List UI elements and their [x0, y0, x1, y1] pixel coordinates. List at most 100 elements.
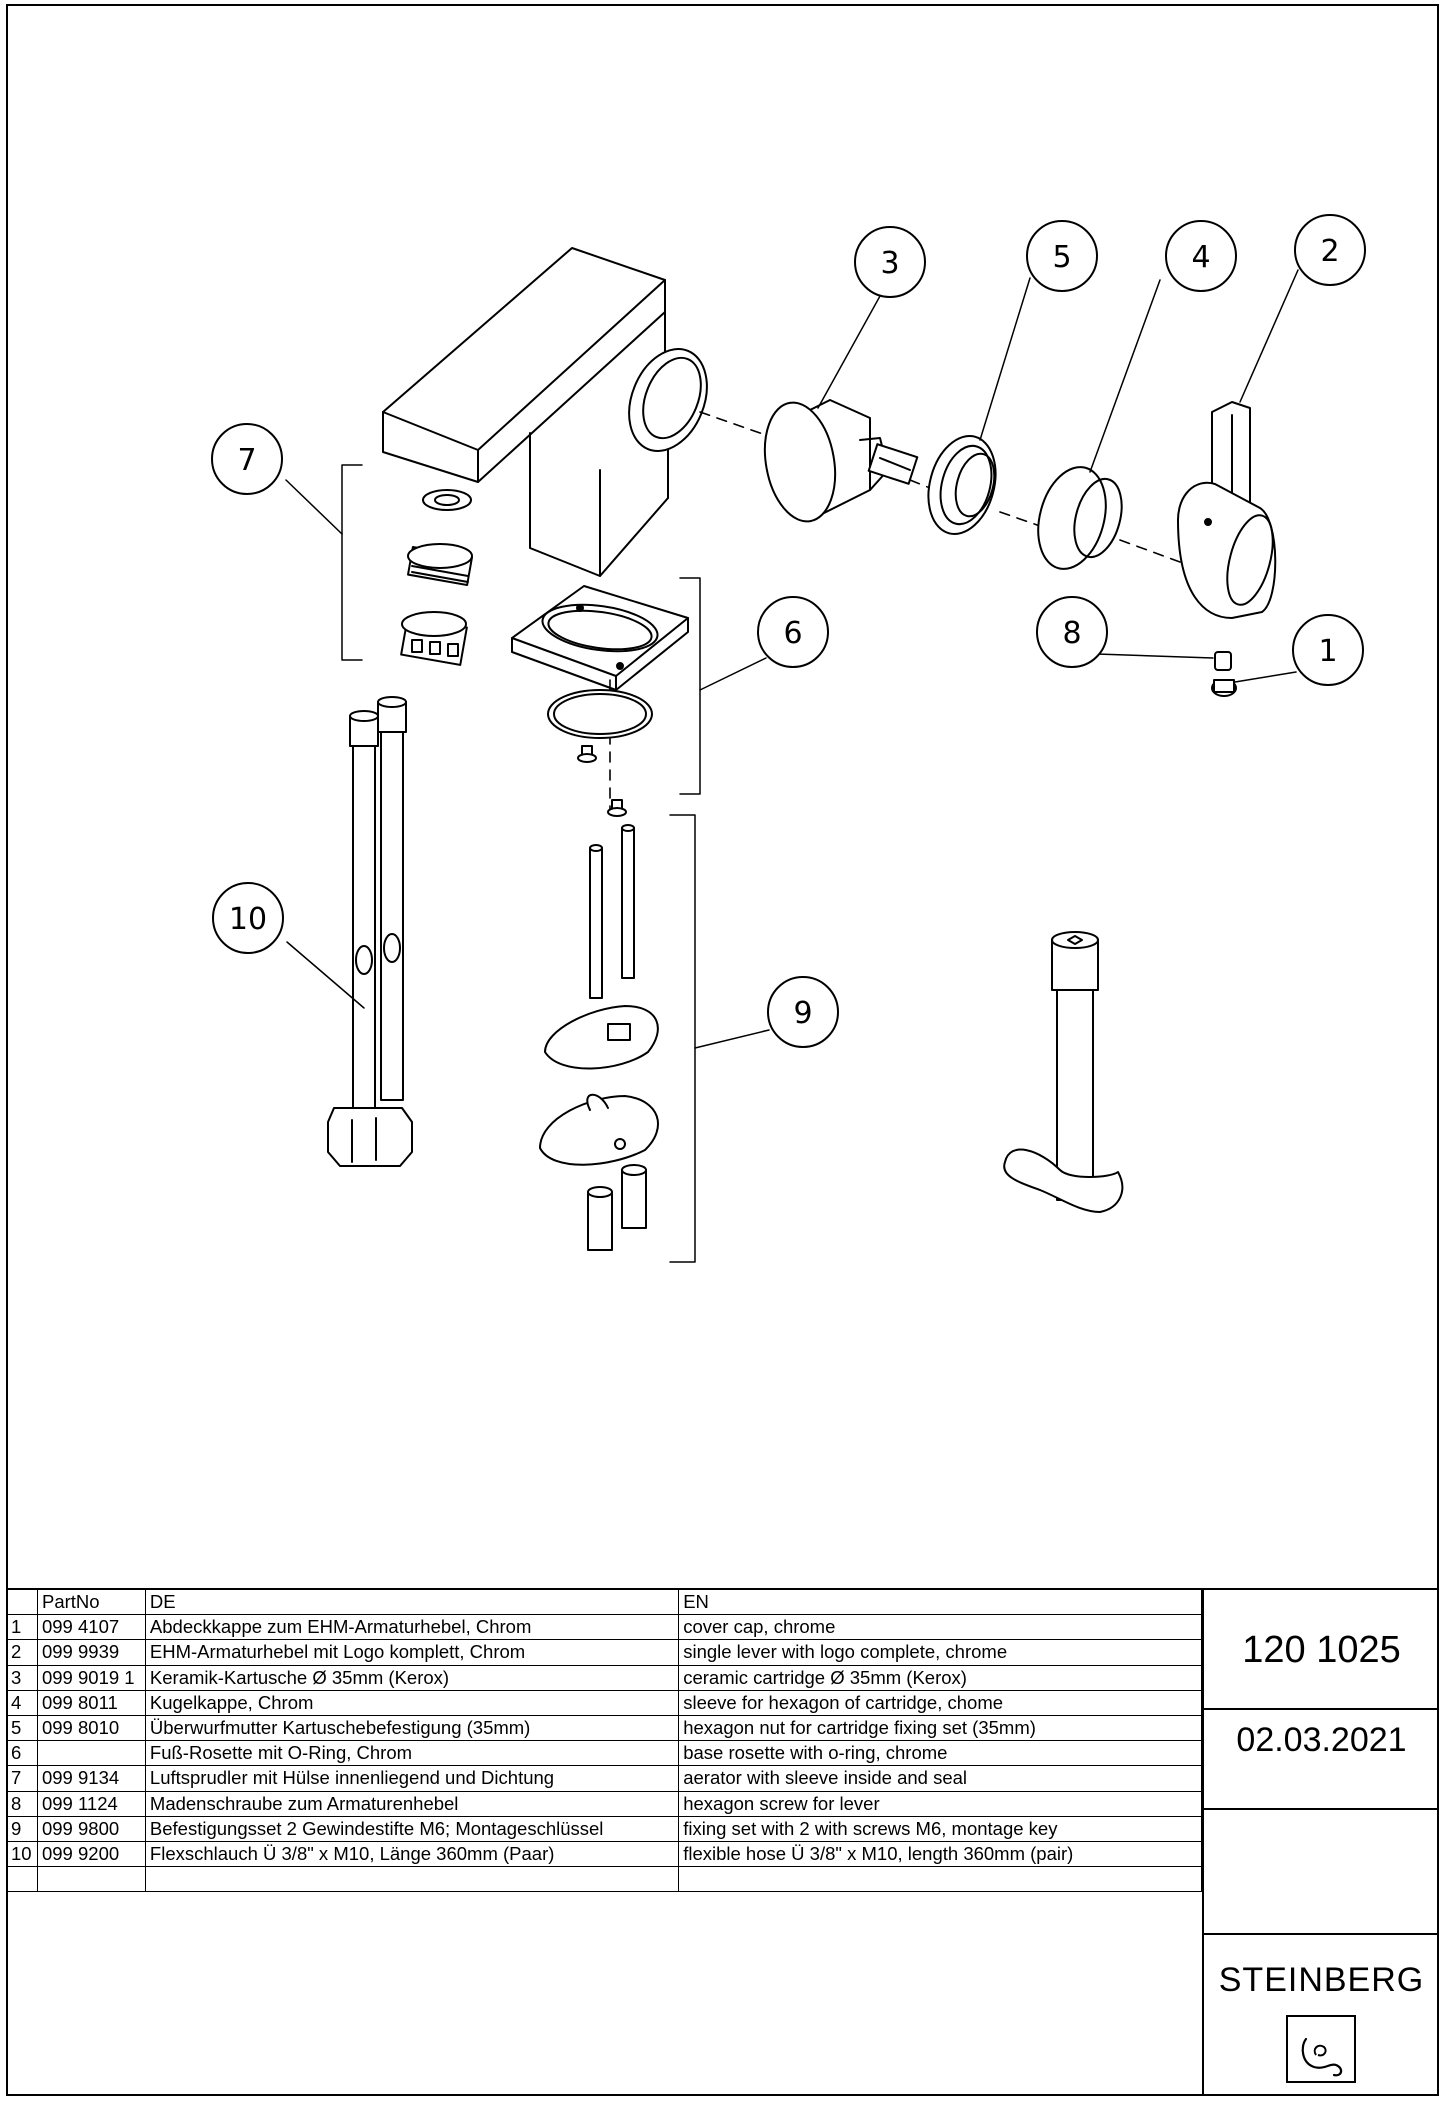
flex-hoses: [327, 696, 413, 1167]
callout-6: 6: [757, 596, 829, 668]
document-date: 02.03.2021: [1204, 1710, 1439, 1810]
row-de: Flexschlauch Ü 3/8" x M10, Länge 360mm (…: [144, 1840, 680, 1868]
table-row: 9 099 9800 Befestigungsset 2 Gewindestif…: [6, 1815, 1202, 1842]
table-row: 2 099 9939 EHM-Armaturhebel mit Logo kom…: [6, 1639, 1202, 1666]
brackets: [341, 464, 701, 1263]
montage-key: [1003, 931, 1124, 1213]
brand-logo-icon: [1286, 2015, 1356, 2083]
hexagon-nut: [927, 434, 997, 536]
callout-1: 1: [1292, 614, 1364, 686]
grub-screw-and-cap: [1211, 651, 1237, 697]
row-de: Luftsprudler mit Hülse innenliegend und …: [144, 1765, 680, 1792]
row-index: 1: [6, 1614, 38, 1641]
row-partno: 099 9200: [36, 1840, 146, 1868]
table-row: 3 099 9019 1 Keramik-Kartusche Ø 35mm (K…: [6, 1664, 1202, 1691]
callout-4: 4: [1165, 220, 1237, 292]
ceramic-cartridge: [763, 399, 919, 523]
callout-9: 9: [767, 976, 839, 1048]
leader-lines: [285, 269, 1299, 1049]
callout-8-label: 8: [1062, 616, 1081, 651]
row-partno: 099 9800: [36, 1815, 146, 1842]
row-en: hexagon nut for cartridge fixing set (35…: [678, 1714, 1202, 1742]
row-en: flexible hose Ü 3/8" x M10, length 360mm…: [678, 1840, 1202, 1868]
row-partno: 099 9019 1: [36, 1664, 146, 1691]
blank-cell: [1204, 1810, 1439, 1935]
row-de: [144, 1866, 680, 1893]
row-en: ceramic cartridge Ø 35mm (Kerox): [678, 1664, 1202, 1691]
row-de: EHM-Armaturhebel mit Logo komplett, Chro…: [144, 1639, 680, 1666]
callout-10-label: 10: [229, 902, 267, 937]
row-en: aerator with sleeve inside and seal: [678, 1765, 1202, 1792]
callout-7: 7: [211, 423, 283, 495]
header-en: EN: [678, 1588, 1202, 1616]
row-en: cover cap, chrome: [678, 1614, 1202, 1641]
header-index: [6, 1588, 38, 1616]
table-row: 8 099 1124 Madenschraube zum Armaturenhe…: [6, 1790, 1202, 1817]
header-partno: PartNo: [36, 1588, 146, 1616]
callout-6-label: 6: [783, 616, 802, 651]
parts-list-table: PartNo DE EN 1 099 4107 Abdeckkappe zum …: [6, 1588, 1202, 1893]
row-index: 8: [6, 1790, 38, 1817]
row-index: 5: [6, 1714, 38, 1742]
row-index: [6, 1866, 38, 1893]
callout-8: 8: [1036, 596, 1108, 668]
row-index: 10: [6, 1840, 38, 1868]
row-partno: 099 1124: [36, 1790, 146, 1817]
row-de: Befestigungsset 2 Gewindestifte M6; Mont…: [144, 1815, 680, 1842]
row-de: Fuß-Rosette mit O-Ring, Chrom: [144, 1740, 680, 1767]
callout-10: 10: [212, 882, 284, 954]
callout-2-label: 2: [1320, 234, 1339, 269]
single-lever: [1177, 401, 1277, 619]
sleeve-cap: [1037, 466, 1123, 570]
row-index: 3: [6, 1664, 38, 1691]
table-row-empty: [6, 1866, 1202, 1893]
row-en: hexagon screw for lever: [678, 1790, 1202, 1817]
callout-2: 2: [1294, 214, 1366, 286]
row-partno: 099 9939: [36, 1639, 146, 1666]
callout-3: 3: [854, 226, 926, 298]
row-partno: 099 8011: [36, 1689, 146, 1716]
table-row: 7 099 9134 Luftsprudler mit Hülse innenl…: [6, 1765, 1202, 1792]
callout-5-label: 5: [1052, 240, 1071, 275]
fixing-set: [539, 824, 659, 1251]
callout-5: 5: [1026, 220, 1098, 292]
row-partno: [36, 1740, 146, 1767]
table-header-row: PartNo DE EN: [6, 1588, 1202, 1616]
row-en: [678, 1866, 1202, 1893]
title-block: 120 1025 02.03.2021 STEINBERG: [1202, 1588, 1439, 2096]
callout-4-label: 4: [1191, 240, 1210, 275]
row-en: base rosette with o-ring, chrome: [678, 1740, 1202, 1767]
table-row: 5 099 8010 Überwurfmutter Kartuschebefes…: [6, 1714, 1202, 1742]
brand-cell: STEINBERG: [1204, 1935, 1439, 2096]
row-de: Kugelkappe, Chrom: [144, 1689, 680, 1716]
row-partno: 099 4107: [36, 1614, 146, 1641]
row-index: 7: [6, 1765, 38, 1792]
row-de: Keramik-Kartusche Ø 35mm (Kerox): [144, 1664, 680, 1691]
row-de: Überwurfmutter Kartuschebefestigung (35m…: [144, 1714, 680, 1742]
table-row: 4 099 8011 Kugelkappe, Chrom sleeve for …: [6, 1689, 1202, 1716]
header-de: DE: [144, 1588, 680, 1616]
aerator-set: [400, 489, 473, 666]
row-en: fixing set with 2 with screws M6, montag…: [678, 1815, 1202, 1842]
brand-name: STEINBERG: [1218, 1961, 1425, 1999]
row-index: 6: [6, 1740, 38, 1767]
row-partno: 099 8010: [36, 1714, 146, 1742]
callout-1-label: 1: [1318, 634, 1337, 669]
callout-3-label: 3: [880, 246, 899, 281]
row-en: single lever with logo complete, chrome: [678, 1639, 1202, 1666]
row-de: Abdeckkappe zum EHM-Armaturhebel, Chrom: [144, 1614, 680, 1641]
table-row: 6 Fuß-Rosette mit O-Ring, Chrom base ros…: [6, 1740, 1202, 1767]
row-partno: [36, 1866, 146, 1893]
document-number: 120 1025: [1204, 1590, 1439, 1710]
row-en: sleeve for hexagon of cartridge, chome: [678, 1689, 1202, 1716]
drawing-sheet: [6, 4, 1439, 2096]
callout-9-label: 9: [793, 996, 812, 1031]
row-de: Madenschraube zum Armaturenhebel: [144, 1790, 680, 1817]
table-row: 10 099 9200 Flexschlauch Ü 3/8" x M10, L…: [6, 1840, 1202, 1868]
base-rosette: [511, 585, 689, 817]
row-index: 2: [6, 1639, 38, 1666]
row-partno: 099 9134: [36, 1765, 146, 1792]
faucet-body: [382, 247, 708, 577]
row-index: 4: [6, 1689, 38, 1716]
row-index: 9: [6, 1815, 38, 1842]
